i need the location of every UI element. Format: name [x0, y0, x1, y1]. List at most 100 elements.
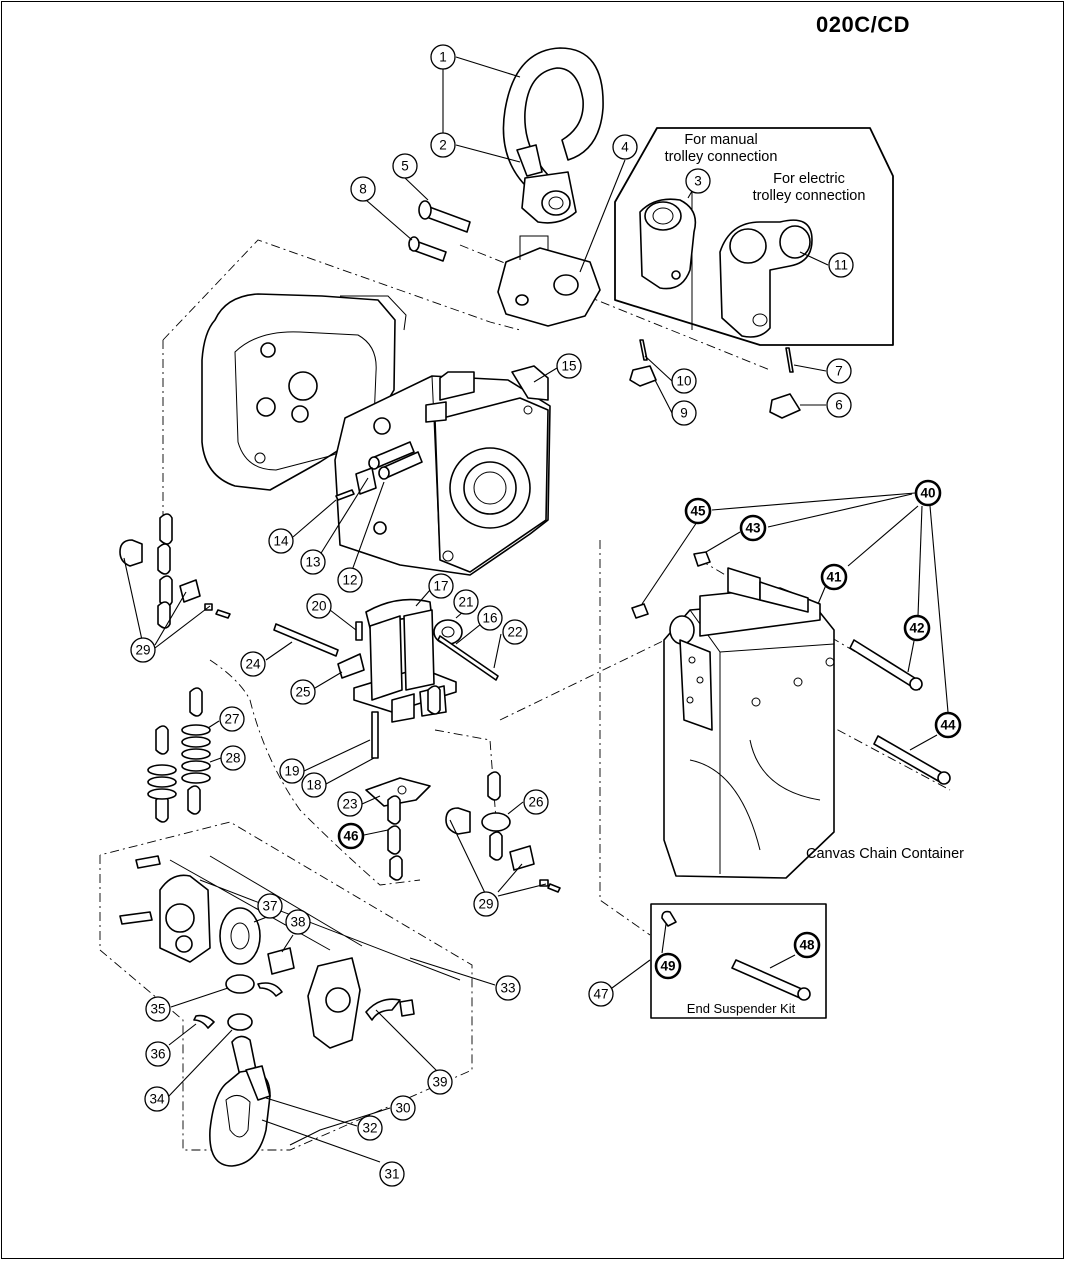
svg-text:42: 42 [909, 621, 924, 636]
svg-text:41: 41 [826, 570, 842, 585]
svg-text:44: 44 [940, 718, 956, 733]
svg-text:36: 36 [150, 1047, 165, 1062]
svg-text:13: 13 [305, 555, 320, 570]
callout-20: 20 [306, 593, 332, 619]
callout-34: 34 [144, 1086, 170, 1112]
diagram-title: 020C/CD [816, 12, 910, 37]
svg-text:14: 14 [273, 534, 289, 549]
svg-text:40: 40 [920, 486, 935, 501]
cotter-pins-and-nuts [629, 339, 801, 419]
callout-29b: 29 [473, 891, 499, 917]
svg-text:21: 21 [458, 595, 473, 610]
callout-6: 6 [826, 392, 852, 418]
svg-text:10: 10 [676, 374, 691, 389]
callout-41: 41 [820, 563, 848, 591]
svg-text:38: 38 [290, 915, 305, 930]
leader-lines [123, 56, 949, 1163]
callout-33: 33 [495, 975, 521, 1001]
callout-2: 2 [430, 132, 456, 158]
manual-trolley-adapter [639, 198, 697, 290]
callout-37: 37 [257, 893, 283, 919]
svg-text:1: 1 [439, 50, 447, 65]
callout-11: 11 [828, 252, 854, 278]
callout-14: 14 [268, 528, 294, 554]
callout-markers: 1 2 3 4 5 6 7 8 9 10 11 12 13 14 15 16 1… [130, 44, 962, 1187]
svg-text:35: 35 [150, 1002, 165, 1017]
callout-25: 25 [290, 679, 316, 705]
svg-text:29: 29 [478, 897, 493, 912]
callout-3: 3 [685, 168, 711, 194]
callout-43: 43 [739, 514, 767, 542]
callout-4: 4 [612, 134, 638, 160]
callout-17: 17 [428, 573, 454, 599]
svg-text:15: 15 [561, 359, 576, 374]
svg-text:27: 27 [224, 712, 239, 727]
end-suspender-kit-label: End Suspender Kit [686, 1001, 796, 1016]
svg-text:19: 19 [284, 764, 299, 779]
svg-text:8: 8 [359, 182, 367, 197]
callout-31: 31 [379, 1161, 405, 1187]
chain-stripper [365, 777, 431, 807]
chain-springs [147, 724, 511, 832]
callout-18: 18 [301, 772, 327, 798]
callout-19: 19 [279, 758, 305, 784]
callout-40: 40 [914, 479, 942, 507]
callout-36: 36 [145, 1041, 171, 1067]
svg-text:43: 43 [745, 521, 761, 536]
chain-guide-assembly [273, 598, 499, 759]
svg-text:31: 31 [384, 1167, 399, 1182]
svg-text:11: 11 [834, 258, 848, 273]
callout-35: 35 [145, 996, 171, 1022]
svg-text:17: 17 [433, 579, 448, 594]
svg-text:3: 3 [694, 174, 702, 189]
svg-text:25: 25 [295, 685, 310, 700]
svg-text:49: 49 [660, 959, 675, 974]
svg-text:32: 32 [362, 1121, 377, 1136]
svg-text:24: 24 [245, 657, 261, 672]
svg-text:47: 47 [593, 987, 608, 1002]
svg-text:9: 9 [680, 406, 688, 421]
top-hook [502, 47, 604, 224]
svg-text:12: 12 [342, 573, 357, 588]
callout-32: 32 [357, 1115, 383, 1141]
electric-trolley-adapter [719, 219, 813, 338]
callout-42: 42 [903, 614, 931, 642]
callout-49: 49 [654, 952, 682, 980]
callout-1: 1 [430, 44, 456, 70]
callout-15: 15 [556, 353, 582, 379]
callout-30: 30 [390, 1095, 416, 1121]
svg-text:5: 5 [401, 159, 409, 174]
svg-text:28: 28 [225, 751, 240, 766]
svg-text:20: 20 [311, 599, 326, 614]
suspension-pins [408, 200, 471, 262]
callout-27: 27 [219, 706, 245, 732]
svg-text:33: 33 [500, 981, 515, 996]
callout-39: 39 [427, 1069, 453, 1095]
callout-38: 38 [285, 909, 311, 935]
callout-10: 10 [671, 368, 697, 394]
svg-text:7: 7 [835, 364, 843, 379]
callout-48: 48 [793, 931, 821, 959]
callout-46: 46 [337, 822, 365, 850]
callout-23: 23 [337, 791, 363, 817]
canvas-chain-container [631, 551, 951, 879]
callout-13: 13 [300, 549, 326, 575]
suspender-yoke [497, 235, 601, 327]
svg-text:39: 39 [432, 1075, 447, 1090]
manual-trolley-label: For manual trolley connection [664, 132, 778, 165]
bottom-block [119, 855, 461, 1049]
callout-9: 9 [671, 400, 697, 426]
svg-text:48: 48 [799, 938, 815, 953]
callout-24: 24 [240, 651, 266, 677]
bottom-hook [209, 1035, 271, 1167]
svg-text:18: 18 [306, 778, 321, 793]
body-pins-and-bracket [335, 365, 549, 501]
callout-22: 22 [502, 619, 528, 645]
electric-trolley-label: For electric trolley connection [738, 171, 880, 205]
callout-21: 21 [453, 589, 479, 615]
callout-12: 12 [337, 567, 363, 593]
svg-text:6: 6 [835, 398, 843, 413]
load-chains [155, 513, 503, 881]
